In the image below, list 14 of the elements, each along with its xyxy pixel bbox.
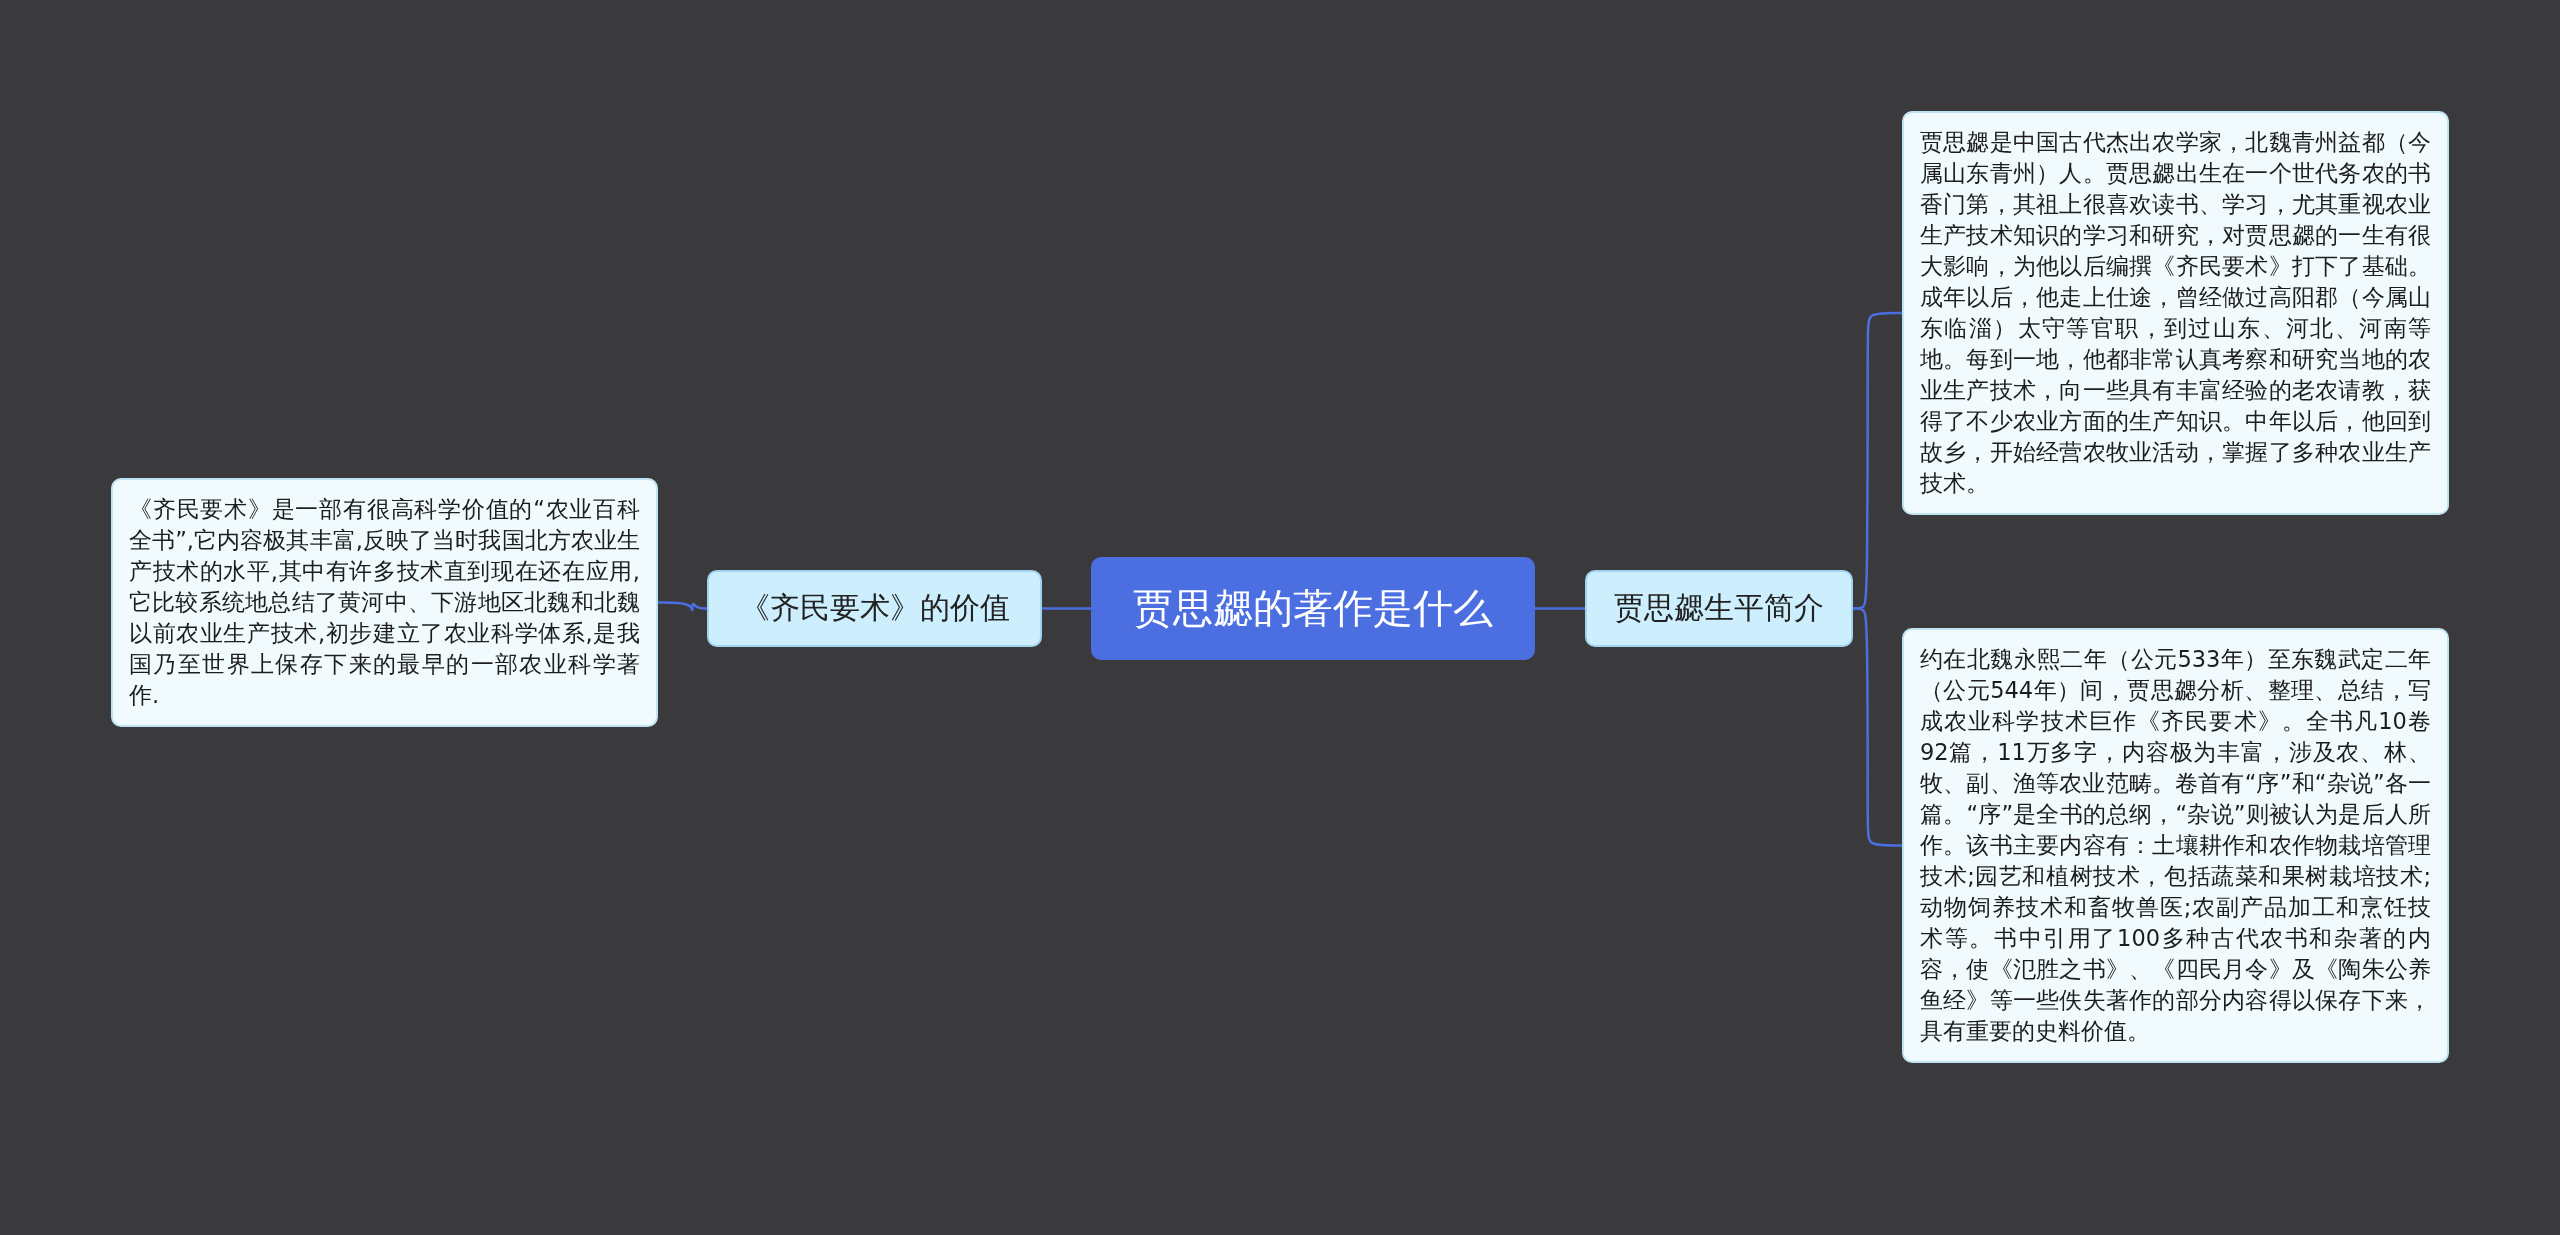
topic-label: 《齐民要术》的价值	[739, 589, 1010, 627]
connector-line	[1042, 607, 1091, 610]
note-text: 贾思勰是中国古代杰出农学家，北魏青州益都（今属山东青州）人。贾思勰出生在一个世代务农的书香门第，其祖上很喜欢读书、学习，尤其重视农业生产技术知识的学习和研究，对贾思勰的一生有很大影响，为他以后编撰《齐民要术》打下了基础。成年以后，他走上仕途，曾经做过高阳郡（今属山东临淄）太守等官职，到过山东、河北、河南等地。每到一地，他都非常认真考察和研究当地的农业生产技术，向一些具有丰富经验的老农请教，获得了不少农业方面的生产知识。中年以后，他回到故乡，开始经营农牧业活动，掌握了多种农业生产技术。	[1920, 128, 2431, 498]
topic-label: 贾思勰的著作是什么	[1133, 584, 1493, 633]
note-text: 约在北魏永熙二年（公元533年）至东魏武定二年（公元544年）间，贾思勰分析、整理、总结，写成农业科学技术巨作《齐民要术》。全书凡10卷92篇，11万多字，内容极为丰富，涉及农、林、牧、副、渔等农业范畴。卷首有“序”和“杂说”各一篇。“序”是全书的总纲，“杂说”则被认为是后人所作。该书主要内容有：土壤耕作和农作物栽培管理技术;园艺和植树技术，包括蔬菜和果树栽培技术;动物饲养技术和畜牧兽医;农副产品加工和烹饪技术等。书中引用了100多种古代农书和杂著的内容，使《氾胜之书》、《四民月令》及《陶朱公养鱼经》等一些佚失著作的部分内容得以保存下来，具有重要的史料价值。	[1920, 645, 2431, 1046]
topic-label: 贾思勰生平简介	[1614, 589, 1824, 627]
branch-box	[1585, 570, 1853, 647]
note-text: 《齐民要术》是一部有很高科学价值的“农业百科全书”,它内容极其丰富,反映了当时我国北方农业生产技术的水平,其中有许多技术直到现在还在应用,它比较系统地总结了黄河中、下游地区北魏和北魏以前农业生产技术,初步建立了农业科学体系,是我国乃至世界上保存下来的最早的一部农业科学著作.	[129, 495, 640, 710]
connector-line	[658, 601, 707, 612]
topic-box	[1091, 557, 1535, 660]
connector-line	[1535, 607, 1585, 610]
connector-line	[1853, 607, 1902, 847]
note-card	[111, 478, 658, 727]
branch-box	[707, 570, 1042, 647]
